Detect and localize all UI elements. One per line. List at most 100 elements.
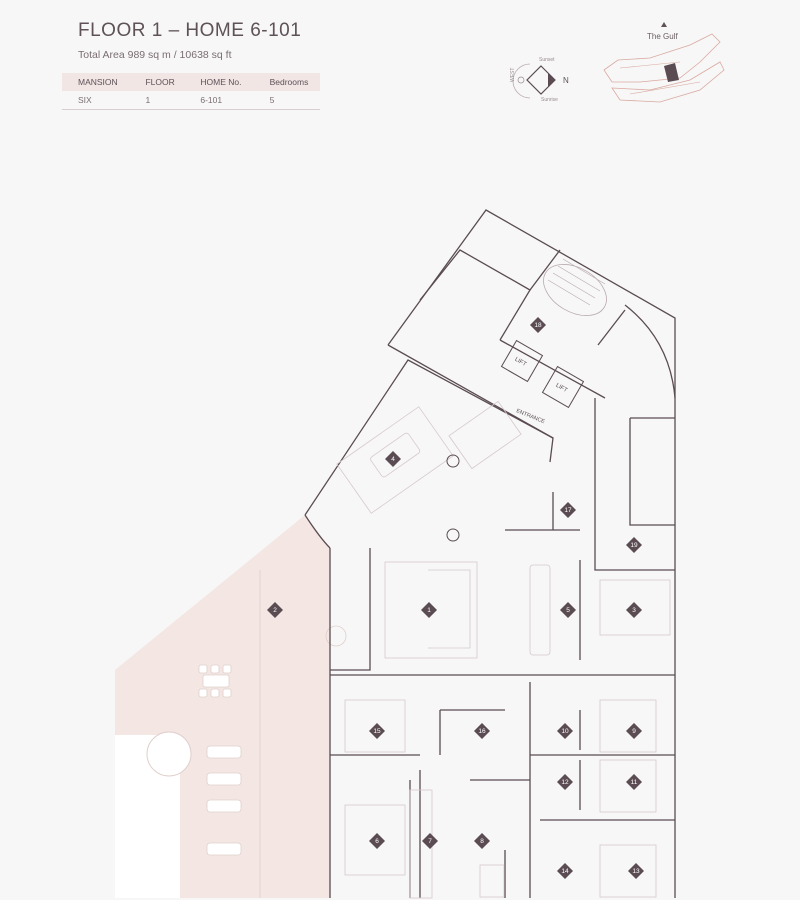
cell-mansion: SIX [62, 91, 130, 110]
room-marker-number: 3 [632, 607, 636, 614]
room-marker-3: 3 [626, 602, 642, 618]
compass-sunrise: Sunrise [541, 97, 558, 103]
compass-arc [512, 63, 531, 99]
room-marker-diamond [626, 774, 642, 790]
col-mansion: MANSION [62, 73, 130, 91]
room-marker-17: 17 [560, 502, 576, 518]
room-marker-diamond [557, 723, 573, 739]
room-marker-number: 6 [375, 838, 379, 845]
room-marker-number: 12 [561, 779, 569, 786]
room-marker-number: 18 [534, 322, 542, 329]
column [446, 528, 460, 542]
room-marker-number: 16 [478, 728, 486, 735]
terrace-dining-set [198, 664, 232, 698]
table-header-row: MANSION FLOOR HOME No. Bedrooms [62, 73, 320, 91]
sun-icon [517, 76, 525, 84]
curved-facade [624, 304, 676, 399]
compass-west: WEST [510, 68, 516, 82]
room-marker-10: 10 [557, 723, 573, 739]
room-marker-18: 18 [530, 317, 546, 333]
room-marker-9: 9 [626, 723, 642, 739]
room-marker-number: 15 [373, 728, 381, 735]
room-marker-number: 2 [273, 607, 277, 614]
room-marker-number: 1 [427, 607, 431, 614]
home-info-table: MANSION FLOOR HOME No. Bedrooms SIX 1 6-… [62, 73, 320, 110]
room-marker-diamond [421, 602, 437, 618]
lift-2 [541, 365, 585, 409]
room-marker-7: 7 [422, 833, 438, 849]
lift-label-2: LIFT [554, 383, 568, 395]
col-floor: FLOOR [129, 73, 185, 91]
room-marker-diamond [626, 723, 642, 739]
room-marker-number: 4 [391, 456, 395, 463]
room-marker-diamond [474, 723, 490, 739]
room-marker-diamond [557, 774, 573, 790]
cell-bedrooms: 5 [253, 91, 320, 110]
room-marker-2: 2 [267, 602, 283, 618]
room-marker-number: 17 [564, 507, 572, 514]
key-plan-outline-lower [611, 61, 725, 103]
room-marker-number: 19 [630, 542, 638, 549]
terrace-planter [325, 625, 347, 647]
key-plan-lines [619, 61, 701, 95]
key-plan-label: The Gulf [647, 32, 678, 41]
room-marker-15: 15 [369, 723, 385, 739]
room-marker-number: 7 [428, 838, 432, 845]
room-marker-diamond [422, 833, 438, 849]
room-marker-14: 14 [557, 863, 573, 879]
room-marker-13: 13 [628, 863, 644, 879]
key-plan-arrow [661, 22, 667, 27]
furniture [336, 400, 671, 899]
room-marker-6: 6 [369, 833, 385, 849]
room-marker-diamond [267, 602, 283, 618]
key-plan: The Gulf [603, 22, 725, 103]
room-marker-1: 1 [421, 602, 437, 618]
room-marker-diamond [385, 451, 401, 467]
room-marker-5: 5 [560, 602, 576, 618]
room-marker-number: 11 [631, 779, 638, 786]
room-marker-number: 14 [561, 868, 569, 875]
cell-home-no: 6-101 [184, 91, 254, 110]
room-marker-12: 12 [557, 774, 573, 790]
room-marker-11: 11 [626, 774, 642, 790]
room-marker-4: 4 [385, 451, 401, 467]
room-marker-number: 13 [632, 868, 640, 875]
room-marker-diamond [369, 723, 385, 739]
lifts: LIFT LIFT [500, 339, 585, 409]
key-plan-home-highlight [664, 63, 679, 82]
building-walls [304, 209, 676, 898]
entrance-label: ENTRANCE [515, 408, 546, 425]
room-marker-diamond [628, 863, 644, 879]
room-marker-diamond [560, 502, 576, 518]
room-marker-diamond [474, 833, 490, 849]
room-marker-diamond [369, 833, 385, 849]
compass-sunset: Sunset [539, 57, 555, 63]
compass-north: N [563, 76, 569, 85]
key-plan-outline [603, 33, 721, 83]
page-title: FLOOR 1 – HOME 6-101 [78, 20, 302, 41]
room-marker-number: 5 [566, 607, 570, 614]
compass: Sunset Sunrise N WEST [510, 57, 569, 103]
table-row: SIX 1 6-101 5 [62, 91, 320, 110]
lift-label-1: LIFT [513, 357, 527, 369]
room-marker-diamond [626, 537, 642, 553]
room-marker-diamond [530, 317, 546, 333]
room-marker-number: 10 [561, 728, 569, 735]
room-marker-8: 8 [474, 833, 490, 849]
room-marker-19: 19 [626, 537, 642, 553]
room-marker-diamond [626, 602, 642, 618]
cell-floor: 1 [129, 91, 185, 110]
jacuzzi [146, 731, 192, 777]
compass-pointer [548, 73, 555, 87]
staircase [543, 258, 607, 316]
room-marker-diamond [557, 863, 573, 879]
room-marker-16: 16 [474, 723, 490, 739]
sun-loungers [206, 745, 242, 856]
room-marker-number: 8 [480, 838, 484, 845]
col-home-no: HOME No. [184, 73, 254, 91]
column [446, 454, 460, 468]
room-marker-diamond [560, 602, 576, 618]
total-area: Total Area 989 sq m / 10638 sq ft [78, 49, 232, 61]
